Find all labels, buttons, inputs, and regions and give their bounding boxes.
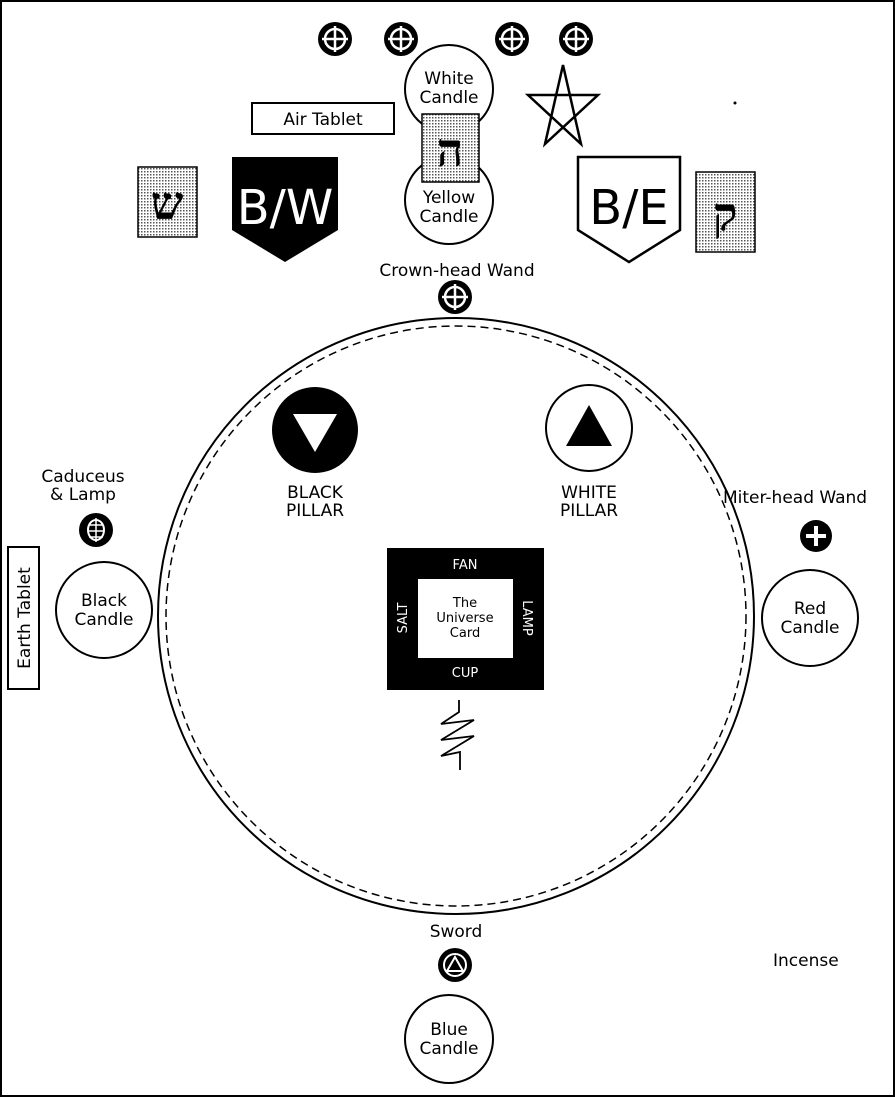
black-pillar: BLACK PILLAR <box>272 387 358 521</box>
miter-head-wand-icon <box>800 520 832 552</box>
caduceus-label-line2: & Lamp <box>50 485 116 505</box>
lightning-flash-icon <box>440 700 475 770</box>
universe-card-line2: Universe <box>436 611 493 626</box>
blue-candle: Blue Candle <box>404 994 494 1084</box>
hebrew-letter-shin-tile: ש <box>137 166 198 238</box>
incense-label: Incense <box>773 951 839 971</box>
crown-head-wand-label: Crown-head Wand <box>379 261 534 281</box>
celtic-cross-icon <box>559 22 593 56</box>
black-candle-label-line2: Candle <box>74 610 133 630</box>
yellow-candle-label-line1: Yellow <box>422 188 475 208</box>
speck-dot <box>733 101 737 105</box>
sword-icon <box>438 948 472 982</box>
white-candle: White Candle <box>404 44 494 134</box>
white-pillar-label-line1: WHITE <box>561 483 617 503</box>
altar-salt-label: SALT <box>396 603 411 634</box>
banner-left-label: B/W <box>237 180 334 236</box>
caduceus-icon <box>79 513 113 547</box>
blue-candle-label-line2: Candle <box>419 1039 478 1059</box>
black-candle-label-line1: Black <box>81 591 127 611</box>
earth-tablet-label: Earth Tablet <box>15 567 35 669</box>
white-pillar: WHITE PILLAR <box>545 384 633 521</box>
hebrew-letter-qoph-tile: ק <box>695 171 756 253</box>
miter-head-wand-label: Miter-head Wand <box>723 488 867 508</box>
celtic-cross-icon <box>318 22 352 56</box>
black-candle: Black Candle <box>55 561 153 659</box>
magic-circle-outer <box>157 317 755 915</box>
crown-head-wand-icon <box>438 280 472 314</box>
yellow-candle-label-line2: Candle <box>419 207 478 227</box>
hebrew-letter-he-tile: ה <box>421 113 480 183</box>
air-tablet: Air Tablet <box>251 102 395 135</box>
altar: FAN CUP SALT LAMP The Universe Card <box>387 548 544 690</box>
white-candle-label-line1: White <box>424 69 473 89</box>
hebrew-letter-shin: ש <box>151 176 184 230</box>
banner-black-east: B/E <box>576 155 682 264</box>
hebrew-letter-he: ה <box>437 123 463 177</box>
blue-candle-label-line1: Blue <box>430 1020 468 1040</box>
altar-cup-label: CUP <box>452 666 479 681</box>
red-candle-label-line2: Candle <box>780 618 839 638</box>
pentagram-icon <box>524 64 602 148</box>
air-tablet-label: Air Tablet <box>283 110 363 130</box>
celtic-cross-icon <box>384 22 418 56</box>
black-pillar-label-line1: BLACK <box>287 483 344 503</box>
altar-lamp-label: LAMP <box>519 600 534 636</box>
black-pillar-label-line2: PILLAR <box>286 501 344 521</box>
hebrew-letter-qoph: ק <box>713 187 738 241</box>
universe-card-line3: Card <box>450 626 480 641</box>
banner-right-label: B/E <box>589 180 668 236</box>
sword-label: Sword <box>430 922 483 942</box>
banner-black-west: B/W <box>232 157 338 262</box>
caduceus-label-line1: Caduceus <box>41 467 124 487</box>
white-candle-label-line2: Candle <box>419 88 478 108</box>
earth-tablet: Earth Tablet <box>7 546 40 690</box>
white-pillar-label-line2: PILLAR <box>560 501 618 521</box>
altar-fan-label: FAN <box>453 558 478 573</box>
red-candle-label-line1: Red <box>794 599 826 619</box>
celtic-cross-icon <box>495 22 529 56</box>
universe-card-line1: The <box>452 596 477 611</box>
magic-circle-inner <box>165 325 747 907</box>
red-candle: Red Candle <box>761 569 859 667</box>
